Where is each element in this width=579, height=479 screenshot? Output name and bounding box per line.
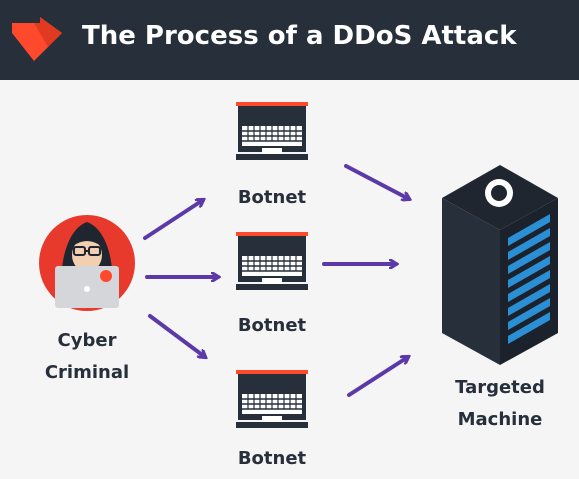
header-bar: The Process of a DDoS Attack — [0, 0, 579, 80]
g2-logo-icon — [12, 17, 62, 61]
botnet-laptop-icon-middle — [235, 231, 309, 291]
botnet-label-middle: Botnet — [237, 315, 307, 336]
targeted-machine-label: Targeted Machine — [455, 377, 545, 430]
cyber-criminal-icon — [39, 215, 135, 311]
page-title: The Process of a DDoS Attack — [82, 21, 517, 51]
attack-arrows — [143, 164, 409, 397]
arrow-botnet-bottom-to-target — [347, 357, 408, 397]
cyber-criminal-label-line1: Cyber Criminal — [44, 330, 130, 383]
arrow-criminal-to-botnet-top — [143, 200, 203, 240]
arrow-criminal-to-botnet-bottom — [148, 314, 205, 357]
arrow-botnet-top-to-target — [344, 164, 409, 199]
targeted-server-icon — [442, 165, 558, 365]
cyber-criminal-label: Cyber Criminal — [27, 325, 147, 389]
botnet-laptop-icon-bottom — [235, 369, 309, 429]
botnet-label-top: Botnet — [237, 187, 307, 208]
botnet-laptop-icon-top — [235, 101, 309, 161]
botnet-label-bottom: Botnet — [237, 448, 307, 469]
